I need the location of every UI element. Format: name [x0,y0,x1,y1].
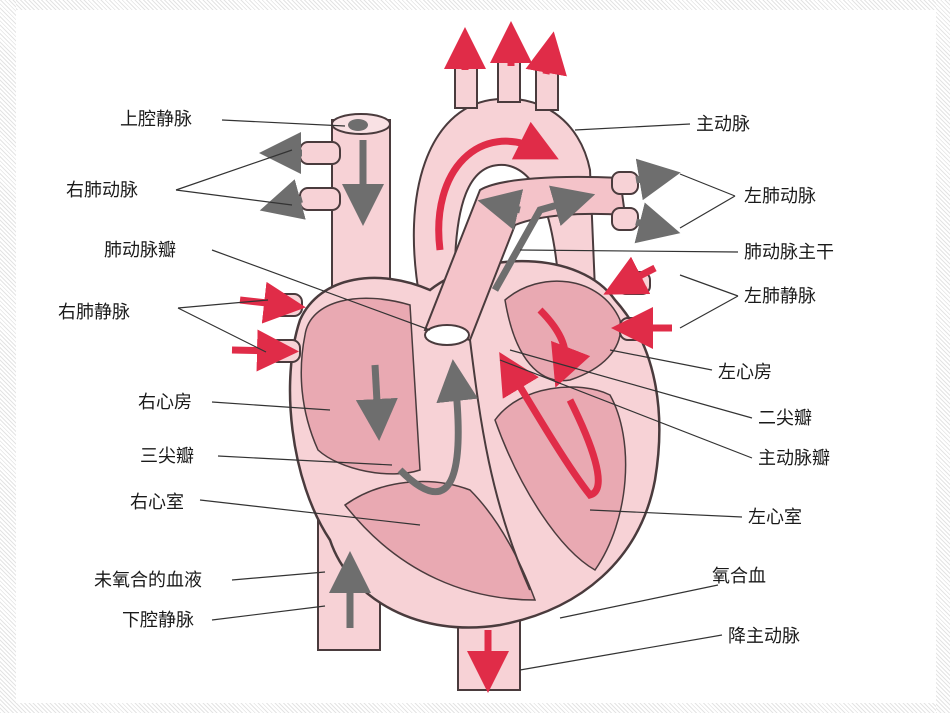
decorative-border-left [0,0,16,713]
label-right-ventricle: 右心室 [130,492,184,513]
label-left-pulmonary-artery: 左肺动脉 [744,186,816,207]
label-right-pulmonary-vein: 右肺静脉 [58,302,130,323]
label-mitral-valve: 二尖瓣 [758,408,812,429]
label-right-atrium: 右心房 [138,392,192,413]
label-oxygenated-blood: 氧合血 [712,566,766,587]
label-aortic-valve: 主动脉瓣 [758,448,830,469]
decorative-border-top [0,0,950,10]
label-left-atrium: 左心房 [718,362,772,383]
decorative-border-right [936,0,950,713]
label-right-pulmonary-artery: 右肺动脉 [66,180,138,201]
decorative-border-bottom [0,703,950,713]
label-deoxygenated-blood: 未氧合的血液 [94,570,202,591]
label-aorta: 主动脉 [696,114,750,135]
label-tricuspid-valve: 三尖瓣 [140,446,194,467]
label-left-pulmonary-vein: 左肺静脉 [744,286,816,307]
label-inferior-vena-cava: 下腔静脉 [122,610,194,631]
label-pulmonary-valve: 肺动脉瓣 [104,240,176,261]
label-descending-aorta: 降主动脉 [728,626,800,647]
label-pulmonary-trunk: 肺动脉主干 [744,242,834,263]
label-left-ventricle: 左心室 [748,507,802,528]
label-superior-vena-cava: 上腔静脉 [120,109,192,130]
leader-lines [175,119,753,671]
oxygenated-flow-arrows [231,21,672,693]
